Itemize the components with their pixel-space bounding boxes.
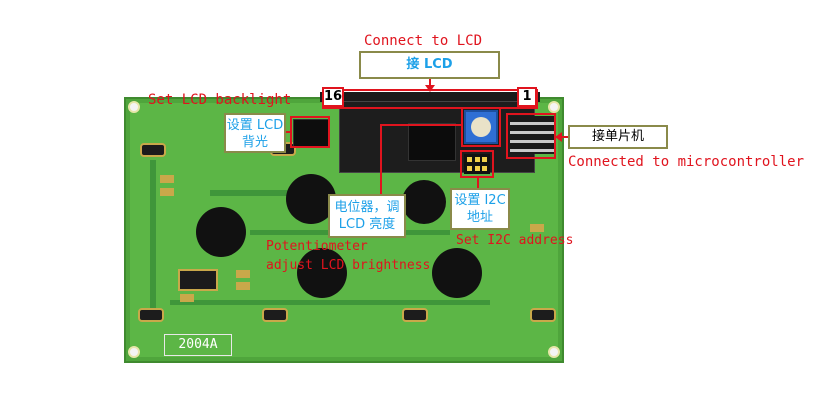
cob-chip	[196, 207, 246, 257]
backlight-cn-line1: 设置 LCD	[226, 118, 284, 133]
capacitor	[530, 224, 544, 232]
i2c-cn-line1: 设置 I2C	[454, 193, 506, 208]
address-pads	[464, 154, 490, 174]
cob-chip	[297, 248, 347, 298]
edge-pad	[140, 143, 166, 157]
arrow-head-icon	[555, 132, 562, 142]
pcb-trace	[150, 160, 156, 310]
i2c-en-label: Set I2C address	[456, 233, 574, 248]
pot-connector-line-v	[380, 124, 382, 194]
mount-hole	[548, 101, 560, 113]
edge-pad	[402, 308, 428, 322]
pot-highlight-box	[461, 107, 501, 147]
arrow-head-icon	[425, 85, 435, 92]
resistor-array	[178, 269, 218, 291]
header-strip	[320, 92, 540, 102]
capacitor	[180, 294, 194, 302]
microcontroller-cn-box: 接单片机	[568, 125, 668, 149]
pcb-trace	[210, 190, 330, 196]
potentiometer-en-line1: Potentiometer	[266, 239, 368, 254]
capacitor	[160, 188, 174, 196]
mount-hole	[548, 346, 560, 358]
cob-chip	[286, 174, 336, 224]
potentiometer-cn-line2: LCD 亮度	[338, 217, 396, 232]
capacitor	[236, 282, 250, 290]
i2c-pin-header	[510, 116, 554, 154]
pot-connector-line	[380, 124, 462, 126]
model-silkscreen: 2004A	[164, 334, 232, 356]
edge-pad	[262, 308, 288, 322]
pins-highlight-box	[506, 113, 556, 159]
i2c-ic	[408, 123, 456, 161]
backlight-cn-line2: 背光	[241, 135, 268, 150]
jumper-highlight-box	[290, 116, 330, 148]
i2c-cn-line2: 地址	[466, 210, 493, 225]
backlight-jumper	[293, 119, 329, 147]
microcontroller-arrow	[556, 136, 568, 138]
microcontroller-en-label: Connected to microcontroller	[568, 154, 805, 170]
potentiometer-en-line2: adjust LCD brightness	[266, 258, 431, 273]
cob-chip	[402, 180, 446, 224]
backlight-en-label: Set LCD backlight	[148, 92, 292, 108]
potentiometer-cn-box: 电位器，调 LCD 亮度	[328, 194, 406, 238]
address-highlight-box	[460, 150, 494, 178]
connect-lcd-arrow	[429, 79, 431, 87]
mount-hole	[128, 101, 140, 113]
potentiometer-cn-line1: 电位器，调	[334, 200, 400, 215]
pcb-trace	[170, 300, 490, 305]
i2c-cn-box: 设置 I2C 地址	[450, 188, 510, 230]
pin-16-label: 16	[322, 87, 344, 107]
cob-chip	[432, 248, 482, 298]
edge-pad	[138, 308, 164, 322]
capacitor	[160, 175, 174, 183]
i2c-connector-line	[477, 178, 479, 190]
pin-1-label: 1	[517, 87, 537, 107]
connect-lcd-cn-box: 接 LCD	[359, 51, 500, 79]
backlight-arrow	[286, 131, 291, 133]
potentiometer-dial	[471, 117, 491, 137]
edge-pad	[530, 308, 556, 322]
backlight-cn-box: 设置 LCD 背光	[224, 113, 286, 153]
capacitor	[236, 270, 250, 278]
connect-lcd-en-label: Connect to LCD	[364, 33, 483, 49]
mount-hole	[128, 346, 140, 358]
header-highlight-box	[322, 89, 538, 109]
